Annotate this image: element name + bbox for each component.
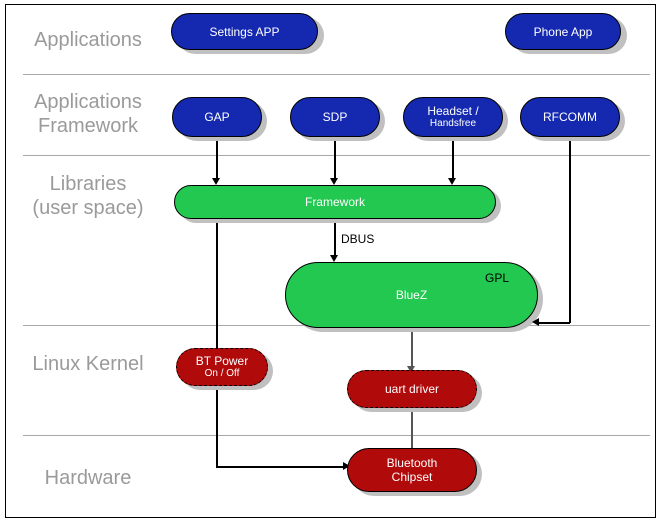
edge-sdp-to-framework-arrow xyxy=(330,178,338,185)
edge-label-dbus: DBUS xyxy=(341,232,375,246)
separator-linux-kernel xyxy=(23,435,650,436)
edge-gap-to-framework-arrow xyxy=(212,178,220,185)
node-bluez-gpl-note: GPL xyxy=(485,271,510,285)
node-bt-power-sublabel: On / Off xyxy=(204,368,240,379)
node-settings-app-label: Settings APP xyxy=(209,24,280,39)
node-bt-power-label: BT Power xyxy=(195,354,249,368)
node-uart-driver[interactable]: uart driver xyxy=(347,370,477,408)
edge-rfcomm-to-bluez-arrow xyxy=(532,318,539,326)
node-settings-app[interactable]: Settings APP xyxy=(171,13,318,50)
node-rfcomm-label: RFCOMM xyxy=(543,110,597,124)
edge-gap-to-chipset-arrow xyxy=(343,462,350,470)
layer-label-libraries: Libraries (user space) xyxy=(32,173,144,219)
node-bluez-label: BlueZ xyxy=(395,288,428,302)
node-sdp-label: SDP xyxy=(322,110,348,124)
node-sdp[interactable]: SDP xyxy=(290,97,380,137)
edge-rfcomm-to-bluez-vertical xyxy=(569,137,571,323)
edge-gap-to-chipset-vertical xyxy=(216,219,218,467)
node-phone-app-label: Phone App xyxy=(533,24,593,39)
node-framework[interactable]: Framework xyxy=(174,185,496,219)
layer-label-linux-kernel: Linux Kernel xyxy=(32,353,144,375)
node-headset-handsfree-sublabel: Handsfree xyxy=(429,118,477,129)
separator-applications xyxy=(23,74,650,75)
node-headset-handsfree-label: Headset / xyxy=(427,104,479,118)
node-bluez[interactable]: BlueZ xyxy=(285,262,538,328)
node-bluetooth-chipset-sublabel: Chipset xyxy=(391,470,433,484)
diagram-frame xyxy=(5,4,656,518)
node-headset-handsfree[interactable]: Headset / Handsfree xyxy=(403,97,503,137)
edge-gap-to-framework-line xyxy=(216,137,218,181)
layer-label-applications-framework: Applications Framework xyxy=(34,91,142,137)
edge-sdp-to-framework-line xyxy=(334,137,336,181)
node-bt-power[interactable]: BT Power On / Off xyxy=(176,348,268,386)
layer-label-applications: Applications xyxy=(34,29,142,51)
edge-framework-to-bluez-arrow xyxy=(330,255,338,262)
node-bluetooth-chipset[interactable]: Bluetooth Chipset xyxy=(347,448,477,492)
edge-framework-to-bluez-line xyxy=(334,219,336,259)
edge-headset-to-framework-line xyxy=(452,137,454,181)
node-uart-driver-label: uart driver xyxy=(384,382,440,396)
edge-rfcomm-to-bluez-horizontal xyxy=(538,322,570,324)
node-framework-label: Framework xyxy=(304,195,365,209)
node-gap[interactable]: GAP xyxy=(172,97,262,137)
node-rfcomm[interactable]: RFCOMM xyxy=(520,97,620,137)
edge-bluez-to-uart-line xyxy=(411,328,413,370)
node-bluetooth-chipset-label: Bluetooth xyxy=(386,456,438,470)
node-gap-label: GAP xyxy=(204,110,230,124)
edge-headset-to-framework-arrow xyxy=(448,178,456,185)
edge-uart-to-chipset-line xyxy=(411,410,413,453)
layer-label-hardware: Hardware xyxy=(44,467,132,489)
edge-gap-to-chipset-horizontal xyxy=(216,466,348,468)
node-phone-app[interactable]: Phone App xyxy=(505,13,621,50)
separator-applications-framework xyxy=(23,155,650,156)
edge-bluez-to-uart-arrow xyxy=(407,366,415,373)
